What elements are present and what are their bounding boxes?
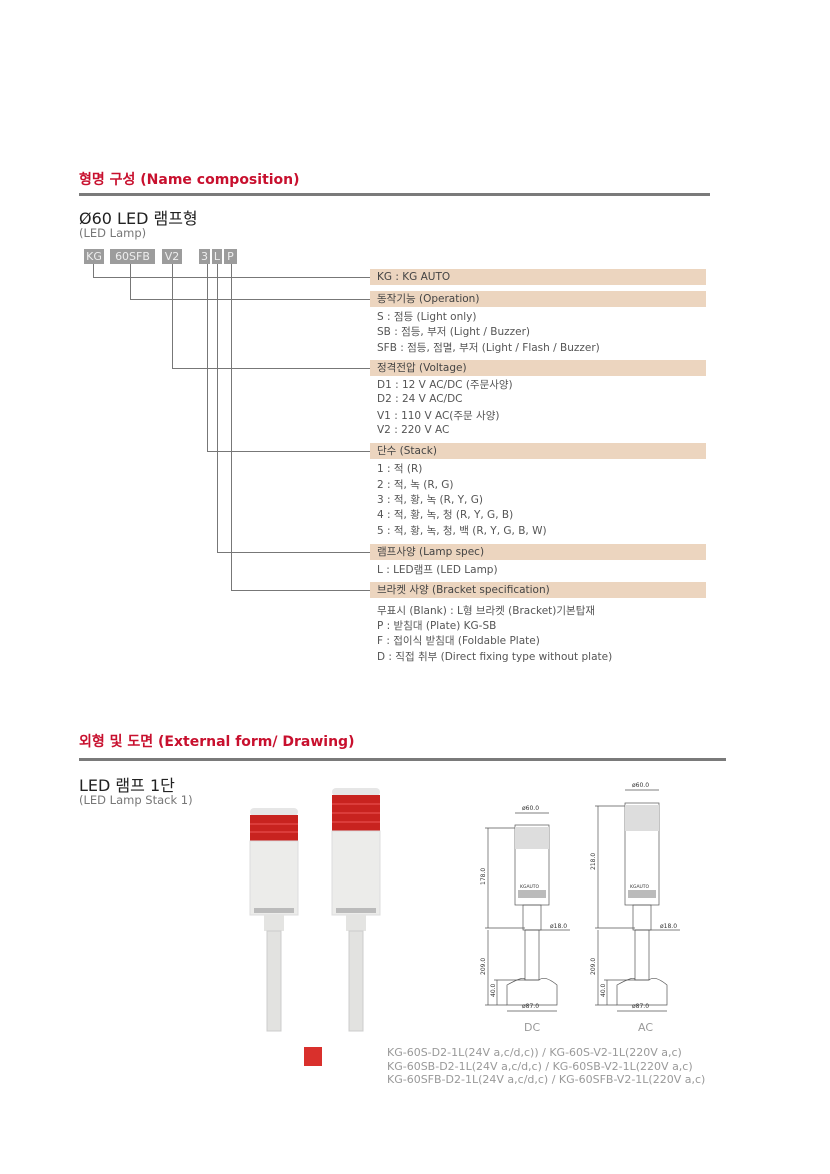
code-kg: KG	[84, 249, 104, 264]
dim-pole-dia: ø18.0	[660, 923, 677, 930]
code-lamp: L	[212, 249, 222, 264]
code-stack: 3	[199, 249, 210, 264]
connector	[130, 299, 370, 300]
code-operation: 60SFB	[110, 249, 155, 264]
dim-top-dia: ø60.0	[632, 782, 649, 789]
option-item: L : LED램프 (LED Lamp)	[377, 564, 498, 576]
dim-pole-len: 209.0	[590, 958, 597, 975]
connector	[172, 264, 173, 368]
lamp-photo-tall	[331, 788, 381, 1032]
dim-pole-dia: ø18.0	[550, 923, 567, 930]
model-line: KG-60SFB-D2-1L(24V a,c/d,c) / KG-60SFB-V…	[387, 1073, 706, 1086]
option-item: 무표시 (Blank) : L형 브라켓 (Bracket)기본탑재	[377, 605, 596, 617]
drawing-label-ac: AC	[638, 1021, 654, 1034]
section-divider	[79, 758, 726, 761]
option-item: SB : 점등, 부저 (Light / Buzzer)	[377, 326, 531, 338]
code-voltage: V2	[162, 249, 182, 264]
dim-base-dia: ø87.0	[522, 1003, 539, 1010]
group-header-operation: 동작기능 (Operation)	[370, 291, 706, 307]
dim-base-dia: ø87.0	[632, 1003, 649, 1010]
group-header-voltage: 정격전압 (Voltage)	[370, 360, 706, 376]
product-photos	[249, 788, 381, 1032]
drawing-label-dc: DC	[524, 1021, 541, 1034]
connector	[172, 368, 370, 369]
connector	[217, 552, 370, 553]
section-divider	[79, 193, 710, 196]
connector	[207, 264, 208, 451]
product-heading: Ø60 LED 램프형	[79, 209, 198, 228]
dim-base-h: 40.0	[600, 983, 607, 997]
option-item: 4 : 적, 황, 녹, 청 (R, Y, G, B)	[377, 509, 514, 521]
group-header-bracket: 브라켓 사양 (Bracket specification)	[370, 582, 706, 598]
drawing-dc	[485, 812, 570, 1012]
lamp-photo-short	[249, 808, 299, 1032]
product-subheading: (LED Lamp)	[79, 226, 147, 240]
connector	[207, 451, 370, 452]
red-color-swatch	[304, 1047, 322, 1066]
group-header-kg: KG : KG AUTO	[370, 269, 706, 285]
option-item: 5 : 적, 황, 녹, 청, 백 (R, Y, G, B, W)	[377, 525, 547, 537]
group-header-lamp: 램프사양 (Lamp spec)	[370, 544, 706, 560]
code-bracket: P	[224, 249, 237, 264]
option-item: 2 : 적, 녹 (R, G)	[377, 479, 454, 491]
model-line: KG-60S-D2-1L(24V a,c/d,c)) / KG-60S-V2-1…	[387, 1046, 682, 1059]
dimension-drawings: ø60.0 KGAUTO ø18.0 ø87.0 178.0 209.0 40.…	[480, 782, 680, 1012]
dim-pole-len: 209.0	[480, 958, 487, 975]
connector	[231, 590, 370, 591]
dim-top-dia: ø60.0	[522, 805, 539, 812]
dim-height: 178.0	[480, 868, 487, 885]
section-title-name-composition: 형명 구성 (Name composition)	[79, 172, 300, 188]
stack-subheading: (LED Lamp Stack 1)	[79, 793, 193, 807]
option-item: V2 : 220 V AC	[377, 424, 450, 436]
option-item: P : 받침대 (Plate) KG-SB	[377, 620, 497, 632]
connector	[231, 264, 232, 590]
option-item: SFB : 점등, 점멸, 부저 (Light / Flash / Buzzer…	[377, 342, 600, 354]
brand-mark: KGAUTO	[630, 884, 650, 890]
dim-base-h: 40.0	[490, 983, 497, 997]
model-line: KG-60SB-D2-1L(24V a,c/d,c) / KG-60SB-V2-…	[387, 1060, 693, 1073]
option-item: S : 점등 (Light only)	[377, 311, 477, 323]
option-item: D : 직접 취부 (Direct fixing type without pl…	[377, 651, 613, 663]
option-item: D2 : 24 V AC/DC	[377, 393, 463, 405]
brand-mark: KGAUTO	[520, 884, 540, 890]
dim-height: 218.0	[590, 853, 597, 870]
connector	[217, 264, 218, 552]
section-title-external-form: 외형 및 도면 (External form/ Drawing)	[79, 734, 355, 750]
stack-heading: LED 램프 1단	[79, 776, 175, 795]
group-header-stack: 단수 (Stack)	[370, 443, 706, 459]
option-item: 3 : 적, 황, 녹 (R, Y, G)	[377, 494, 483, 506]
option-item: D1 : 12 V AC/DC (주문사양)	[377, 379, 513, 391]
drawing-ac	[595, 789, 680, 1012]
option-item: V1 : 110 V AC(주문 사양)	[377, 410, 500, 422]
option-item: F : 접이식 받침대 (Foldable Plate)	[377, 635, 540, 647]
connector	[130, 264, 131, 299]
option-item: 1 : 적 (R)	[377, 463, 423, 475]
connector	[93, 264, 94, 277]
